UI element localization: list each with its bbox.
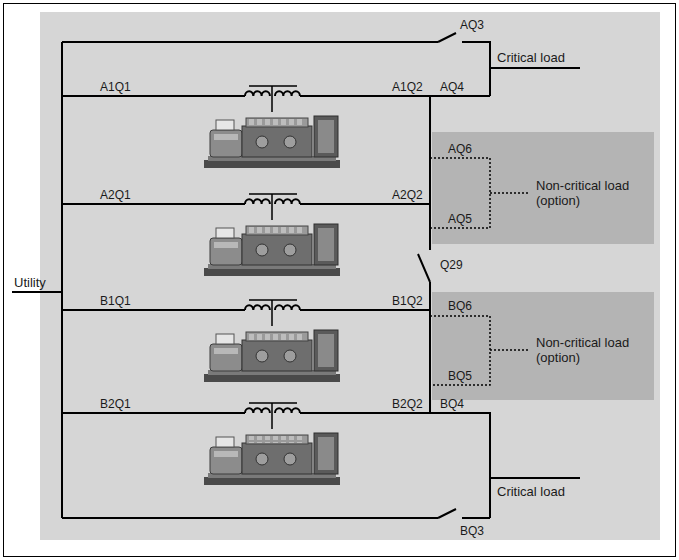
coupling-bus	[418, 96, 430, 413]
breaker-tag: B2Q2	[392, 397, 423, 411]
choke-coil	[245, 408, 270, 413]
engine-cylinders	[246, 333, 302, 340]
genset-picture	[204, 224, 340, 276]
load-breaker-a	[430, 95, 490, 97]
load-label: Non-critical load (option)	[536, 178, 648, 208]
choke-rows	[62, 86, 430, 429]
load-name: Critical load	[497, 50, 565, 65]
engine-cylinders	[246, 119, 302, 126]
engine-cylinders	[246, 227, 302, 234]
utility-bus	[61, 42, 63, 518]
genset-picture	[204, 433, 340, 485]
choke-core	[249, 194, 297, 220]
wires	[12, 33, 580, 518]
critical-load-feed	[490, 477, 580, 479]
choke-coil	[275, 91, 300, 96]
breaker-tag: BQ4	[440, 397, 464, 411]
bypass-switch-b	[62, 509, 490, 518]
breaker-tag: AQ5	[448, 212, 472, 226]
breaker-tag: B1Q2	[392, 294, 423, 308]
choke-coil	[275, 305, 300, 310]
load-breaker-b	[430, 413, 490, 518]
choke-coil	[275, 199, 300, 204]
utility-feed	[12, 291, 62, 293]
breaker-tag: AQ3	[460, 18, 484, 32]
breaker-tag: B2Q1	[100, 397, 131, 411]
breaker-tag: BQ5	[448, 369, 472, 383]
choke-core	[249, 403, 297, 429]
engine-cylinders	[246, 436, 302, 443]
choke-coil	[275, 408, 300, 413]
grey-panel	[40, 12, 660, 540]
outer-frame	[4, 4, 676, 557]
breaker-tag: AQ4	[440, 80, 464, 94]
breaker-tag: A1Q2	[392, 80, 423, 94]
critical-load-feed	[490, 67, 580, 69]
breaker-tag: A2Q2	[392, 188, 423, 202]
choke-core	[249, 86, 297, 112]
breaker-tag: AQ6	[448, 142, 472, 156]
choke-coil	[245, 199, 270, 204]
breaker-tag: Q29	[440, 258, 463, 272]
load-name: Utility	[14, 275, 46, 290]
breaker-tag: A2Q1	[100, 188, 131, 202]
breaker-tag: B1Q1	[100, 294, 131, 308]
breaker-tag: BQ6	[448, 299, 472, 313]
breaker-tag: BQ3	[460, 524, 484, 538]
genset-picture	[204, 330, 340, 382]
choke-coil	[245, 305, 270, 310]
load-label: Non-critical load (option)	[536, 335, 648, 365]
choke-core	[249, 300, 297, 326]
breaker-tag: A1Q1	[100, 80, 131, 94]
choke-coil	[245, 91, 270, 96]
load-name: Critical load	[497, 484, 565, 499]
genset-picture	[204, 116, 340, 168]
